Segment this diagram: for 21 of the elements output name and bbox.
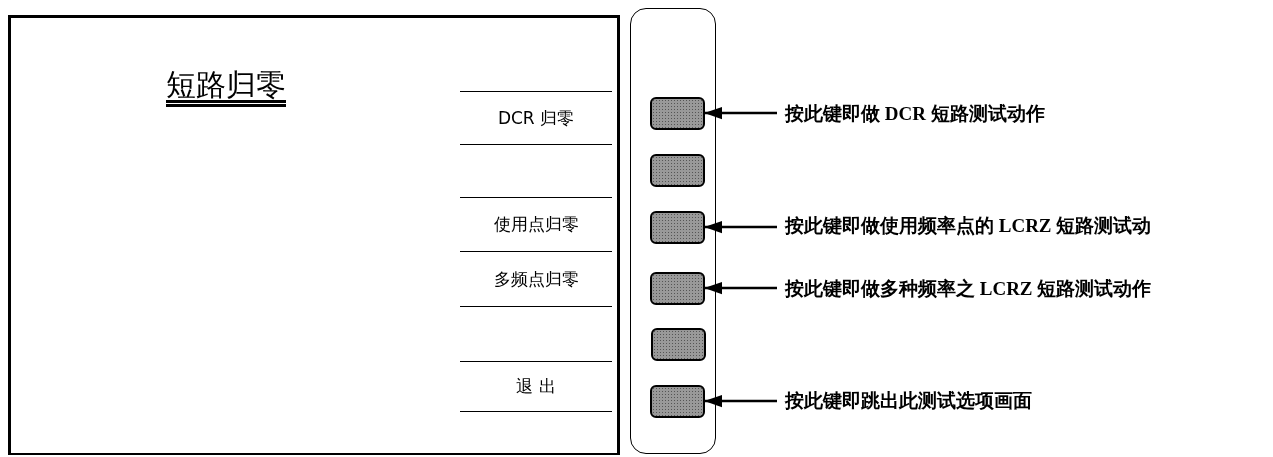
soft-key xyxy=(649,153,705,187)
soft-key xyxy=(649,96,705,130)
soft-key xyxy=(649,271,705,305)
key-description: 按此键即做使用频率点的 LCRZ 短路测试动 xyxy=(785,211,1265,241)
arrow xyxy=(704,106,777,120)
arrow xyxy=(704,394,777,408)
menu-item: 退 出 xyxy=(460,361,612,412)
menu-item: 使用点归零 xyxy=(460,197,612,251)
key-description: 按此键即跳出此测试选项画面 xyxy=(785,386,1245,416)
arrow xyxy=(704,281,777,295)
key-description: 按此键即做 DCR 短路测试动作 xyxy=(785,99,1245,129)
key-description: 按此键即做多种频率之 LCRZ 短路测试动作 xyxy=(785,274,1265,304)
display-screen xyxy=(8,15,620,455)
arrow xyxy=(704,220,777,234)
soft-key xyxy=(649,384,705,418)
key-panel xyxy=(630,8,716,454)
soft-key xyxy=(649,210,705,244)
screen-title: 短路归零 xyxy=(166,66,286,104)
soft-key xyxy=(650,327,706,361)
menu-item: 多频点归零 xyxy=(460,251,612,306)
menu-item: DCR 归零 xyxy=(460,91,612,144)
